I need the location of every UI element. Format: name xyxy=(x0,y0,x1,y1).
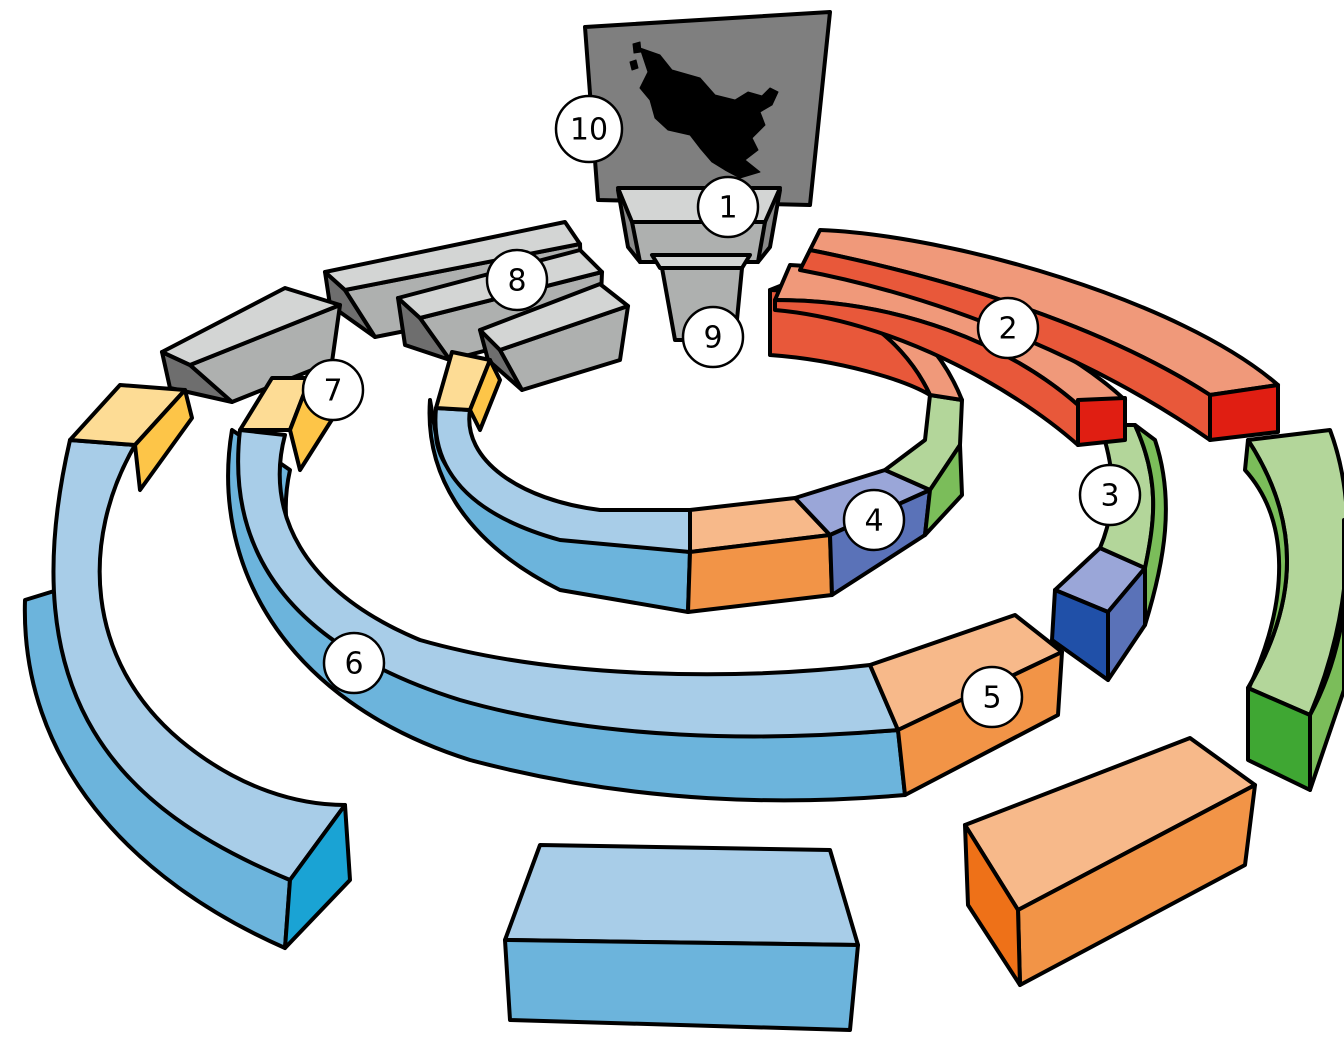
badge-1-label: 1 xyxy=(718,191,737,226)
badge-7-label: 7 xyxy=(323,374,342,409)
badge-9: 9 xyxy=(681,305,745,369)
badge-3-circle xyxy=(1078,463,1142,527)
gov-back-1-top xyxy=(323,220,582,292)
badge-4-label: 4 xyxy=(864,504,883,539)
outer-red-end xyxy=(1208,383,1280,442)
badge-5: 5 xyxy=(960,665,1024,729)
inner-blue-top xyxy=(433,406,692,554)
badge-2: 2 xyxy=(976,296,1040,360)
inner-ring xyxy=(427,280,964,614)
mid-red-end xyxy=(1076,396,1127,447)
segments-layer xyxy=(22,10,1344,1032)
badge-10-label: 10 xyxy=(570,113,608,148)
government-benches xyxy=(160,220,630,404)
projection-screen xyxy=(583,10,832,207)
outer-bottom-blue-top xyxy=(503,843,860,947)
badge-4: 4 xyxy=(842,488,906,552)
outer-bottom-blue-front xyxy=(503,938,860,1032)
map-island-1 xyxy=(629,59,639,71)
badge-7: 7 xyxy=(301,358,365,422)
badge-5-label: 5 xyxy=(982,681,1001,716)
map-island-2 xyxy=(632,41,642,54)
gov-back-2-top xyxy=(160,286,342,367)
badge-9-circle xyxy=(681,305,745,369)
outer-orange-end xyxy=(963,823,1022,987)
badge-6-circle xyxy=(322,631,386,695)
badge-1: 1 xyxy=(696,175,760,239)
badge-9-label: 9 xyxy=(703,321,722,356)
badge-3: 3 xyxy=(1078,463,1142,527)
badge-10-circle xyxy=(554,94,624,164)
outer-green-far xyxy=(1308,518,1344,792)
badge-7-circle xyxy=(301,358,365,422)
badge-6: 6 xyxy=(322,631,386,695)
badge-4-circle xyxy=(842,488,906,552)
outer-blue-end xyxy=(283,803,352,950)
outer-blue-top xyxy=(51,438,347,882)
gov-front-top xyxy=(478,282,630,352)
badge-5-circle xyxy=(960,665,1024,729)
badge-2-circle xyxy=(976,296,1040,360)
badge-8: 8 xyxy=(485,248,549,312)
mid-green-side xyxy=(1133,423,1168,627)
badge-8-circle xyxy=(485,248,549,312)
badge-8-label: 8 xyxy=(507,264,526,299)
badge-3-label: 3 xyxy=(1100,479,1119,514)
badge-6-label: 6 xyxy=(344,647,363,682)
inner-green-side xyxy=(923,443,964,537)
outer-ring xyxy=(22,228,1344,1032)
map-silhouette xyxy=(639,47,779,179)
inner-yellow-side xyxy=(468,358,502,432)
badge-1-circle xyxy=(696,175,760,239)
badge-10: 10 xyxy=(554,94,624,164)
badges-layer: 1 2 3 4 5 6 7 8 9 10 xyxy=(301,94,1142,729)
outer-yellow-side xyxy=(133,388,194,492)
badge-2-label: 2 xyxy=(998,312,1017,347)
